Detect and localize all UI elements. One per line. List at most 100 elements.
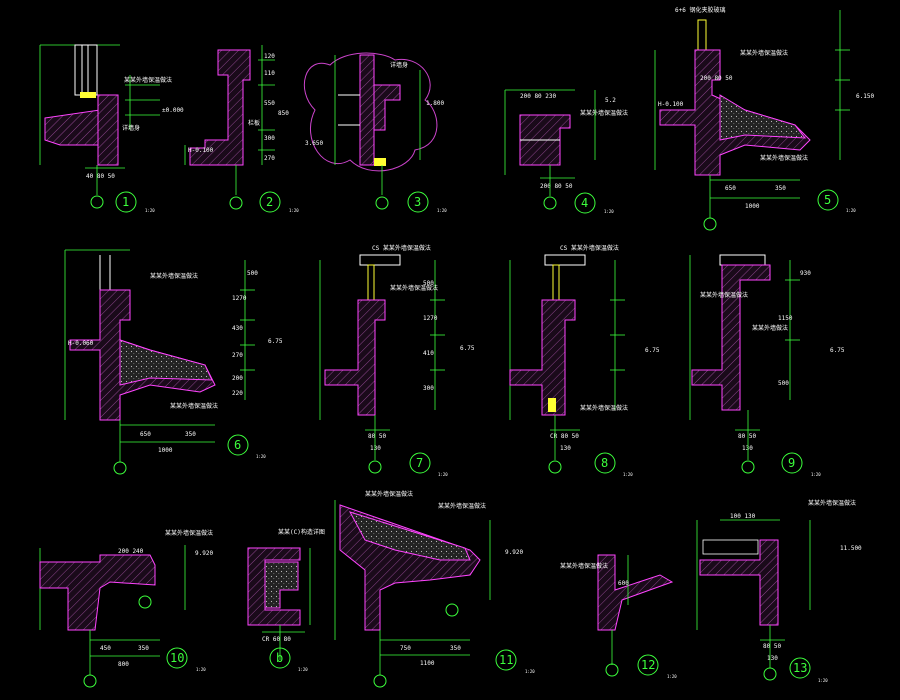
dim-d7-bottom2: 130 xyxy=(370,445,381,452)
dim-d6-b3: 1000 xyxy=(158,447,173,454)
detail-4: 200 80 230 某某外墙保温做法 5.2 200 80 50 4 1:20 xyxy=(504,89,628,214)
scale-d12: 1:20 xyxy=(667,674,677,679)
detail-12: 某某外墙保温做法 600 12 1:20 xyxy=(560,554,677,679)
scale-d5: 1:20 xyxy=(846,208,856,213)
dim-d4-bottom: 200 80 50 xyxy=(540,183,573,190)
scale-d9: 1:20 xyxy=(811,472,821,477)
section-bubble-b xyxy=(445,603,459,617)
detail-bubble-2 xyxy=(259,191,281,213)
detail-number-9: 9 xyxy=(788,456,795,470)
dim-d11-2: 350 xyxy=(450,645,461,652)
detail-bubble-b xyxy=(269,647,291,669)
dim-d12: 600 xyxy=(618,580,629,587)
dim-d10-3: 800 xyxy=(118,661,129,668)
level-d9: 6.75 xyxy=(830,347,845,354)
level-d3b: 3.650 xyxy=(305,140,323,147)
detail-number-b: b xyxy=(276,651,283,665)
dim-d2-top: 120 xyxy=(264,53,275,60)
dim-d6-b2: 350 xyxy=(185,431,196,438)
level-d11: 9.920 xyxy=(505,549,523,556)
axis-bubble xyxy=(703,217,717,231)
note-dba: 某某(C)构造详图 xyxy=(278,528,325,536)
dim-d6-b1: 650 xyxy=(140,431,151,438)
detail-7: 500 1270 410 300 CS 某某外墙保温做法 某某外墙保温做法 6.… xyxy=(319,244,475,477)
dim-d8-bottom2: 130 xyxy=(560,445,571,452)
axis-bubble xyxy=(90,195,104,209)
level-d3: 1.800 xyxy=(426,100,444,107)
dim-d9-3: 500 xyxy=(778,380,789,387)
axis-bubble xyxy=(229,196,243,210)
detail-bubble-10 xyxy=(166,647,188,669)
scale-d7: 1:20 xyxy=(438,472,448,477)
note-d5a: 6+6 钢化夹胶玻璃 xyxy=(675,6,725,14)
note-d11a: 某某外墙保温做法 xyxy=(365,490,413,498)
dim-d9-bottom: 80 50 xyxy=(738,433,756,440)
dim-d10-top: 200 240 xyxy=(118,548,144,555)
dim-d5-3: 1000 xyxy=(745,203,760,210)
level-d13: 11.500 xyxy=(840,545,862,552)
axis-bubble xyxy=(543,196,557,210)
level-d4: 5.2 xyxy=(605,97,616,104)
detail-bubble-1 xyxy=(115,191,137,213)
dim-d2-2: 550 xyxy=(264,100,275,107)
note-d5b: 某某外墙保温做法 xyxy=(740,49,788,57)
axis-bubble xyxy=(763,667,777,681)
dim-d6-3: 430 xyxy=(232,325,243,332)
note-d3: 详墙身 xyxy=(390,61,408,69)
level-d10: 9.920 xyxy=(195,550,213,557)
dim-d1-bottom: 40 80 50 xyxy=(86,173,115,180)
detail-2: 120 110 550 850 300 270 栏板 H-0.100 2 1:2… xyxy=(184,45,299,213)
axis-bubble xyxy=(605,663,619,677)
scale-d4: 1:20 xyxy=(604,209,614,214)
note-d10a: 某某外墙保温做法 xyxy=(165,529,213,537)
scale-d8: 1:20 xyxy=(623,472,633,477)
dim-d13-bottom2: 130 xyxy=(767,655,778,662)
section-bubble-b xyxy=(138,595,152,609)
dim-d6-2: 1270 xyxy=(232,295,247,302)
note-d7a: CS 某某外墙保温做法 xyxy=(372,244,431,252)
detail-bubble-9 xyxy=(781,452,803,474)
dim-d11-1: 750 xyxy=(400,645,411,652)
dim-d2-1: 110 xyxy=(264,70,275,77)
detail-1: 某某外墙保温做法 详墙身 ±0.000 40 80 50 1 1:20 xyxy=(39,44,184,213)
note-d11b: 某某外墙保温做法 xyxy=(438,502,486,510)
detail-bubble-4 xyxy=(574,192,596,214)
level-d6: H-0.060 xyxy=(68,340,94,347)
note-d8b: 某某外墙保温做法 xyxy=(580,404,628,412)
dim-db-bottom: CR 60 80 xyxy=(262,636,291,643)
detail-bubble-7 xyxy=(409,452,431,474)
level-d2: H-0.100 xyxy=(188,147,214,154)
dim-d2-3: 850 xyxy=(278,110,289,117)
detail-10: 200 240 某某外墙保温做法 9.920 450 350 800 10 1:… xyxy=(39,529,213,688)
dim-d10-2: 350 xyxy=(138,645,149,652)
note-d12a: 某某外墙保温做法 xyxy=(560,562,608,570)
dim-d13-top: 100 130 xyxy=(730,513,756,520)
axis-bubble xyxy=(375,196,389,210)
scale-d13: 1:20 xyxy=(818,678,828,683)
detail-8: CS 某某外墙保温做法 某某外墙保温做法 6.75 CR 80 50 130 8… xyxy=(509,244,660,477)
dim-d6-4: 270 xyxy=(232,352,243,359)
detail-13: 100 130 某某外墙保温做法 11.500 80 50 130 13 1:2… xyxy=(696,499,862,683)
detail-number-4: 4 xyxy=(581,196,588,210)
dim-d6-6: 220 xyxy=(232,390,243,397)
scale-d1: 1:20 xyxy=(145,208,155,213)
detail-bubble-12 xyxy=(637,654,659,676)
note-d7b: 某某外墙保温做法 xyxy=(390,284,438,292)
scale-d6: 1:20 xyxy=(256,454,266,459)
detail-number-1: 1 xyxy=(122,195,129,209)
axis-bubble xyxy=(83,674,97,688)
note-d6a: 某某外墙保温做法 xyxy=(150,272,198,280)
detail-bubble-11 xyxy=(495,649,517,671)
dim-d5-2: 350 xyxy=(775,185,786,192)
detail-number-3: 3 xyxy=(414,195,421,209)
axis-bubble xyxy=(548,460,562,474)
dim-d8-bottom: CR 80 50 xyxy=(550,433,579,440)
detail-bubble-8 xyxy=(594,452,616,474)
dim-d2-4: 300 xyxy=(264,135,275,142)
dim-d6-1: 500 xyxy=(247,270,258,277)
note-d4: 某某外墙保温做法 xyxy=(580,109,628,117)
level-d6b: 6.75 xyxy=(268,338,283,345)
note-d1: 某某外墙保温做法 xyxy=(124,76,172,84)
detail-5: 6+6 钢化夹胶玻璃 某某外墙保温做法 某某外墙保温做法 200 80 50 H… xyxy=(654,6,874,231)
